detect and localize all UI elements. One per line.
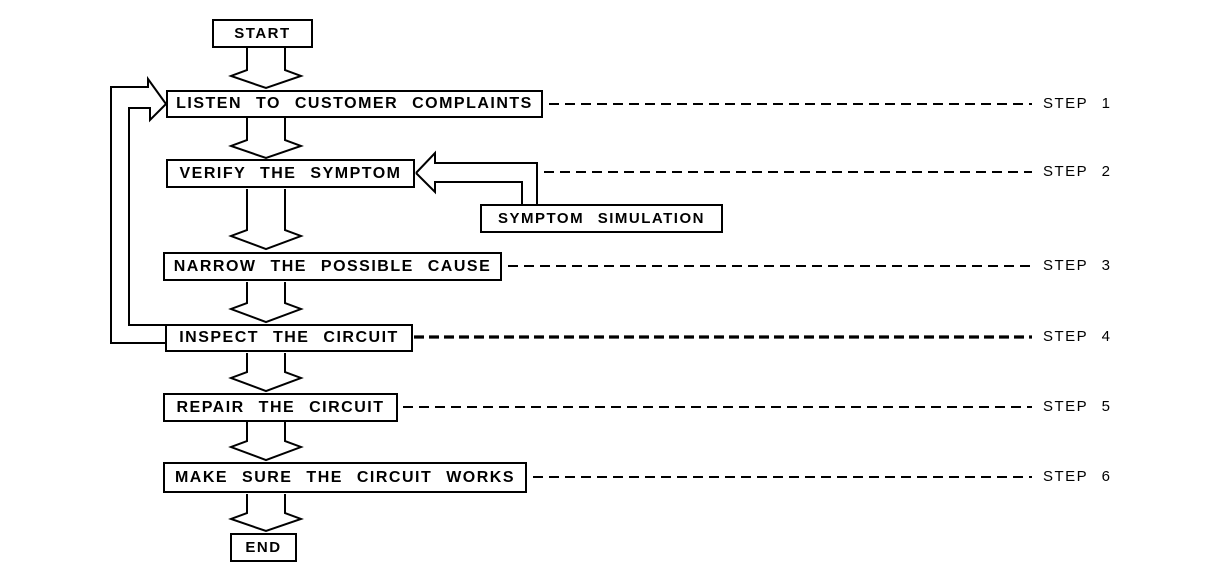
step-label-2: STEP 2 xyxy=(1043,163,1112,180)
step-label-5: STEP 5 xyxy=(1043,398,1112,415)
down-arrow-step3-to-step4 xyxy=(228,282,304,324)
process-box-repair-the-circuit: REPAIR THE CIRCUIT xyxy=(163,393,398,422)
symptom-simulation-arrow-upper xyxy=(415,150,538,205)
start-node: START xyxy=(212,19,313,48)
step-label-4: STEP 4 xyxy=(1043,328,1112,345)
down-arrow-start-to-step1 xyxy=(228,48,304,90)
symptom-simulation-arrow-lower xyxy=(415,172,523,205)
down-arrow-step2-to-step3 xyxy=(228,189,304,251)
step-label-3: STEP 3 xyxy=(1043,257,1112,274)
end-node: END xyxy=(230,533,297,562)
step-label-6: STEP 6 xyxy=(1043,468,1112,485)
feedback-arrow-inner xyxy=(128,103,167,326)
process-box-verify-the-symptom: VERIFY THE SYMPTOM xyxy=(166,159,415,188)
feedback-arrow-outer xyxy=(110,75,167,344)
process-box-inspect-the-circuit: INSPECT THE CIRCUIT xyxy=(165,324,413,352)
process-box-narrow-the-possible-cause: NARROW THE POSSIBLE CAUSE xyxy=(163,252,502,281)
process-box-listen-to-customer-complaints: LISTEN TO CUSTOMER COMPLAINTS xyxy=(166,90,543,118)
down-arrow-step1-to-step2 xyxy=(228,118,304,160)
down-arrow-step5-to-step6 xyxy=(228,421,304,462)
symptom-simulation-box: SYMPTOM SIMULATION xyxy=(480,204,723,233)
process-box-make-sure-the-circuit-works: MAKE SURE THE CIRCUIT WORKS xyxy=(163,462,527,493)
down-arrow-step6-to-end xyxy=(228,494,304,533)
down-arrow-step4-to-step5 xyxy=(228,353,304,393)
step-label-1: STEP 1 xyxy=(1043,95,1112,112)
